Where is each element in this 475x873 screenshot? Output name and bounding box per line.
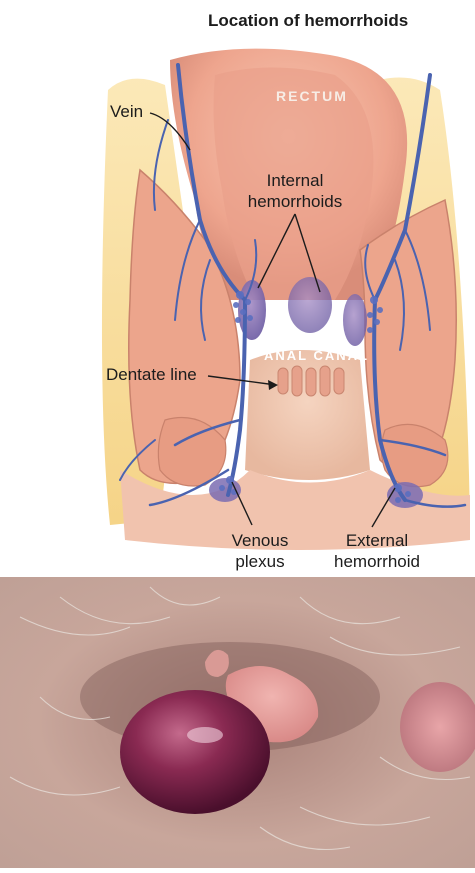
external-label-line2: hemorrhoid xyxy=(325,551,429,572)
diagram-title: Location of hemorrhoids xyxy=(208,10,408,31)
clinical-photo xyxy=(0,577,475,868)
venous-label-line1: Venous xyxy=(225,530,295,551)
vein-label: Vein xyxy=(110,101,143,122)
external-hemorrhoid-label: External hemorrhoid xyxy=(325,530,429,572)
dentate-line-folds xyxy=(278,366,344,396)
internal-hemorrhoid-right xyxy=(343,294,367,346)
anal-canal-region-label: ANAL CANAL xyxy=(264,348,369,363)
venous-label-line2: plexus xyxy=(225,551,295,572)
internal-hemorrhoids-label: Internal hemorrhoids xyxy=(240,170,350,212)
internal-label-line1: Internal xyxy=(240,170,350,191)
thrombus-highlight xyxy=(187,727,223,743)
anatomy-illustration xyxy=(0,0,475,575)
venous-plexus-label: Venous plexus xyxy=(225,530,295,572)
thrombosed-external-hemorrhoid xyxy=(120,690,270,814)
dentate-line-label: Dentate line xyxy=(106,364,197,385)
hemorrhoid-diagram: Location of hemorrhoids RECTUM ANAL CANA… xyxy=(0,0,475,575)
internal-hemorrhoid-center xyxy=(288,277,332,333)
external-label-line1: External xyxy=(325,530,429,551)
rectum-region-label: RECTUM xyxy=(276,88,348,104)
clinical-photo-rendering xyxy=(0,577,475,868)
internal-label-line2: hemorrhoids xyxy=(240,191,350,212)
